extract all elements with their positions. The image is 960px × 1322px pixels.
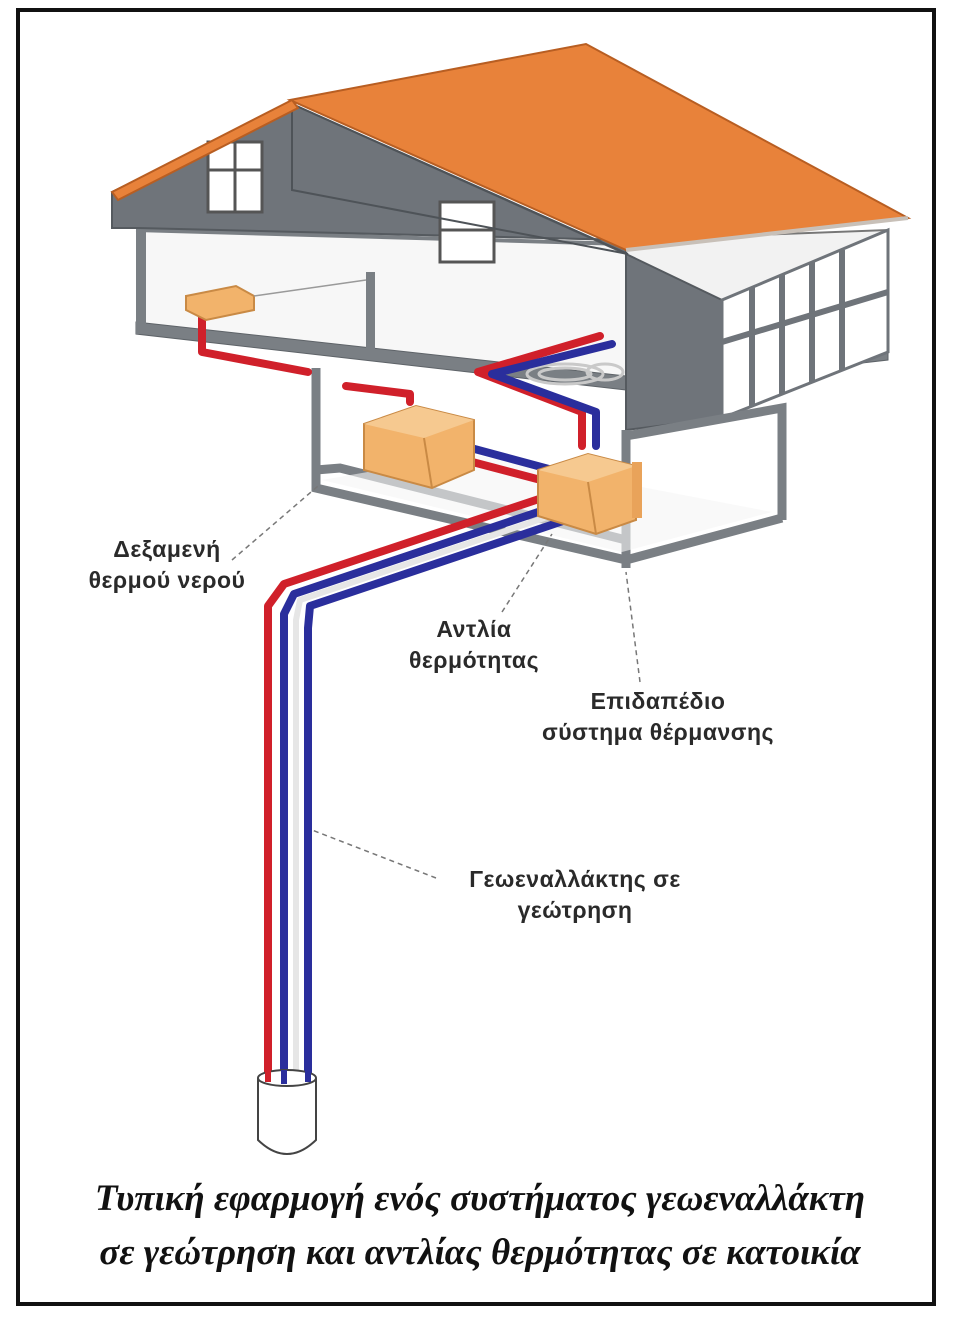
caption-line-2: σε γεώτρηση και αντλίας θερμότητας σε κα… [99, 1232, 861, 1273]
borehole-casing [257, 1078, 317, 1155]
label-floor-heating: Επιδαπέδιο σύστημα θέρμανσης [541, 688, 775, 745]
borehole [257, 1069, 317, 1155]
pipe-hot-upper [198, 306, 312, 376]
pipe-ground-cold-b [304, 516, 570, 1080]
window-mullions [721, 250, 889, 406]
pipe-hot-tank-up [342, 382, 414, 406]
upper-floor-edge [135, 228, 627, 246]
heat-pump-unit [537, 452, 642, 536]
pipes [198, 306, 616, 1080]
label-heat-pump: Αντλία θερμότητας [408, 616, 540, 673]
floor-heating-coil [525, 362, 625, 386]
pipe-ground-hot [264, 492, 552, 1080]
upper-water-heater [185, 279, 367, 322]
upper-floor-post-mid [366, 272, 375, 358]
hot-water-tank [363, 404, 475, 490]
leader-tank [231, 485, 319, 561]
gable-window-right [438, 200, 496, 264]
label-hot-water-tank: Δεξαμενή θερμού νερού [88, 536, 246, 593]
window-glazing [720, 227, 890, 421]
dormer-edge [291, 102, 629, 255]
leader-lines [231, 485, 641, 879]
roof [110, 42, 912, 252]
leader-floor [625, 571, 641, 683]
label-ground-exchanger: Γεωεναλλάκτης σε γεώτρηση [469, 866, 681, 923]
pipe-floor-cold [488, 340, 616, 450]
pipe-ground-white [293, 509, 565, 1079]
gable-walls [111, 102, 890, 432]
caption-line-1: Τυπική εφαρμογή ενός συστήματος γεωεναλλ… [94, 1178, 866, 1219]
leader-exchanger [311, 829, 437, 879]
figure-caption: Τυπική εφαρμογή ενός συστήματος γεωεναλλ… [30, 1172, 930, 1280]
pipe-ground-cold-a [280, 502, 560, 1080]
leader-pump [501, 533, 553, 613]
roof-eave-left [110, 98, 300, 202]
upper-floor-post-left [136, 226, 146, 334]
